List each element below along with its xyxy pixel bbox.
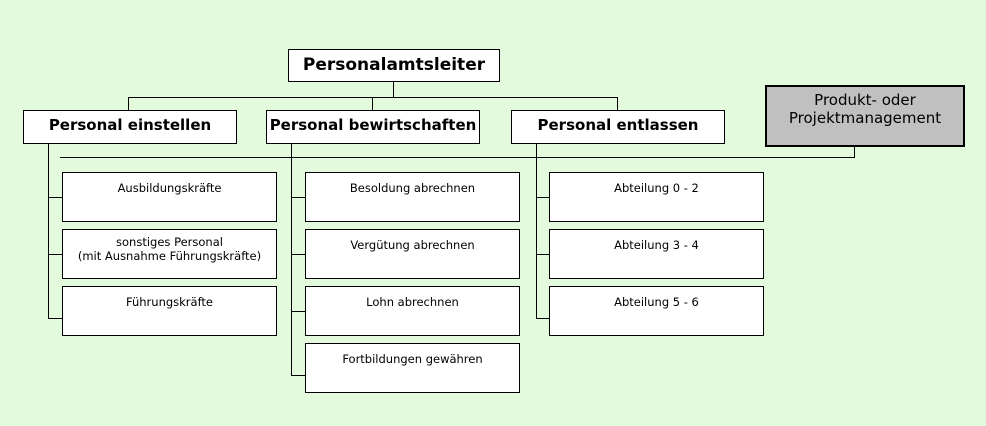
connector-branch-col2-2 [291,254,306,255]
node-personal-bewirtschaften[interactable]: Personal bewirtschaften [266,110,480,144]
connector-cross-bus [60,157,855,158]
node-label: Lohn abrechnen [366,295,459,309]
connector-branch-col1-3 [48,318,63,319]
node-label: Personal entlassen [537,116,699,134]
node-label: sonstiges Personal (mit Ausnahme Führung… [77,235,262,263]
node-label: Abteilung 3 - 4 [614,238,699,252]
connector-trunk-col3 [536,143,537,318]
node-produkt-oder-projektmanagement[interactable]: Produkt- oder Projektmanagement [765,85,965,147]
connector-drop-einstellen [128,97,129,110]
node-label: Abteilung 0 - 2 [614,181,699,195]
node-ausbildungskraefte[interactable]: Ausbildungskräfte [62,172,277,222]
connector-branch-col3-3 [536,318,551,319]
node-personalamtsleiter[interactable]: Personalamtsleiter [288,49,500,82]
connector-root-stem [393,81,394,97]
node-label: Führungskräfte [125,295,214,309]
connector-branch-col2-3 [291,311,306,312]
connector-branch-col2-1 [291,197,306,198]
node-besoldung-abrechnen[interactable]: Besoldung abrechnen [305,172,520,222]
node-abteilung-0-2[interactable]: Abteilung 0 - 2 [549,172,764,222]
node-fuehrungskraefte[interactable]: Führungskräfte [62,286,277,336]
node-label: Personalamtsleiter [302,55,486,75]
node-label: Abteilung 5 - 6 [614,295,699,309]
connector-branch-col3-2 [536,254,551,255]
node-fortbildungen-gewaehren[interactable]: Fortbildungen gewähren [305,343,520,393]
node-label: Ausbildungskräfte [117,181,222,195]
connector-stub-highlight [854,147,855,158]
connector-trunk-col2 [291,143,292,375]
connector-drop-bewirtschaften [372,97,373,110]
node-personal-einstellen[interactable]: Personal einstellen [23,110,237,144]
node-personal-entlassen[interactable]: Personal entlassen [511,110,725,144]
node-label: Produkt- oder Projektmanagement [788,91,942,127]
node-abteilung-3-4[interactable]: Abteilung 3 - 4 [549,229,764,279]
node-label: Personal bewirtschaften [269,116,477,134]
node-label: Personal einstellen [48,116,212,134]
connector-branch-col1-1 [48,197,63,198]
node-verguetung-abrechnen[interactable]: Vergütung abrechnen [305,229,520,279]
node-label: Vergütung abrechnen [350,238,475,252]
connector-branch-col2-4 [291,375,306,376]
node-label: Besoldung abrechnen [349,181,476,195]
connector-drop-entlassen [617,97,618,110]
node-lohn-abrechnen[interactable]: Lohn abrechnen [305,286,520,336]
node-sonstiges-personal[interactable]: sonstiges Personal (mit Ausnahme Führung… [62,229,277,279]
node-abteilung-5-6[interactable]: Abteilung 5 - 6 [549,286,764,336]
connector-branch-col3-1 [536,197,551,198]
connector-branch-col1-2 [48,254,63,255]
connector-trunk-col1 [48,143,49,318]
node-label: Fortbildungen gewähren [342,352,483,366]
